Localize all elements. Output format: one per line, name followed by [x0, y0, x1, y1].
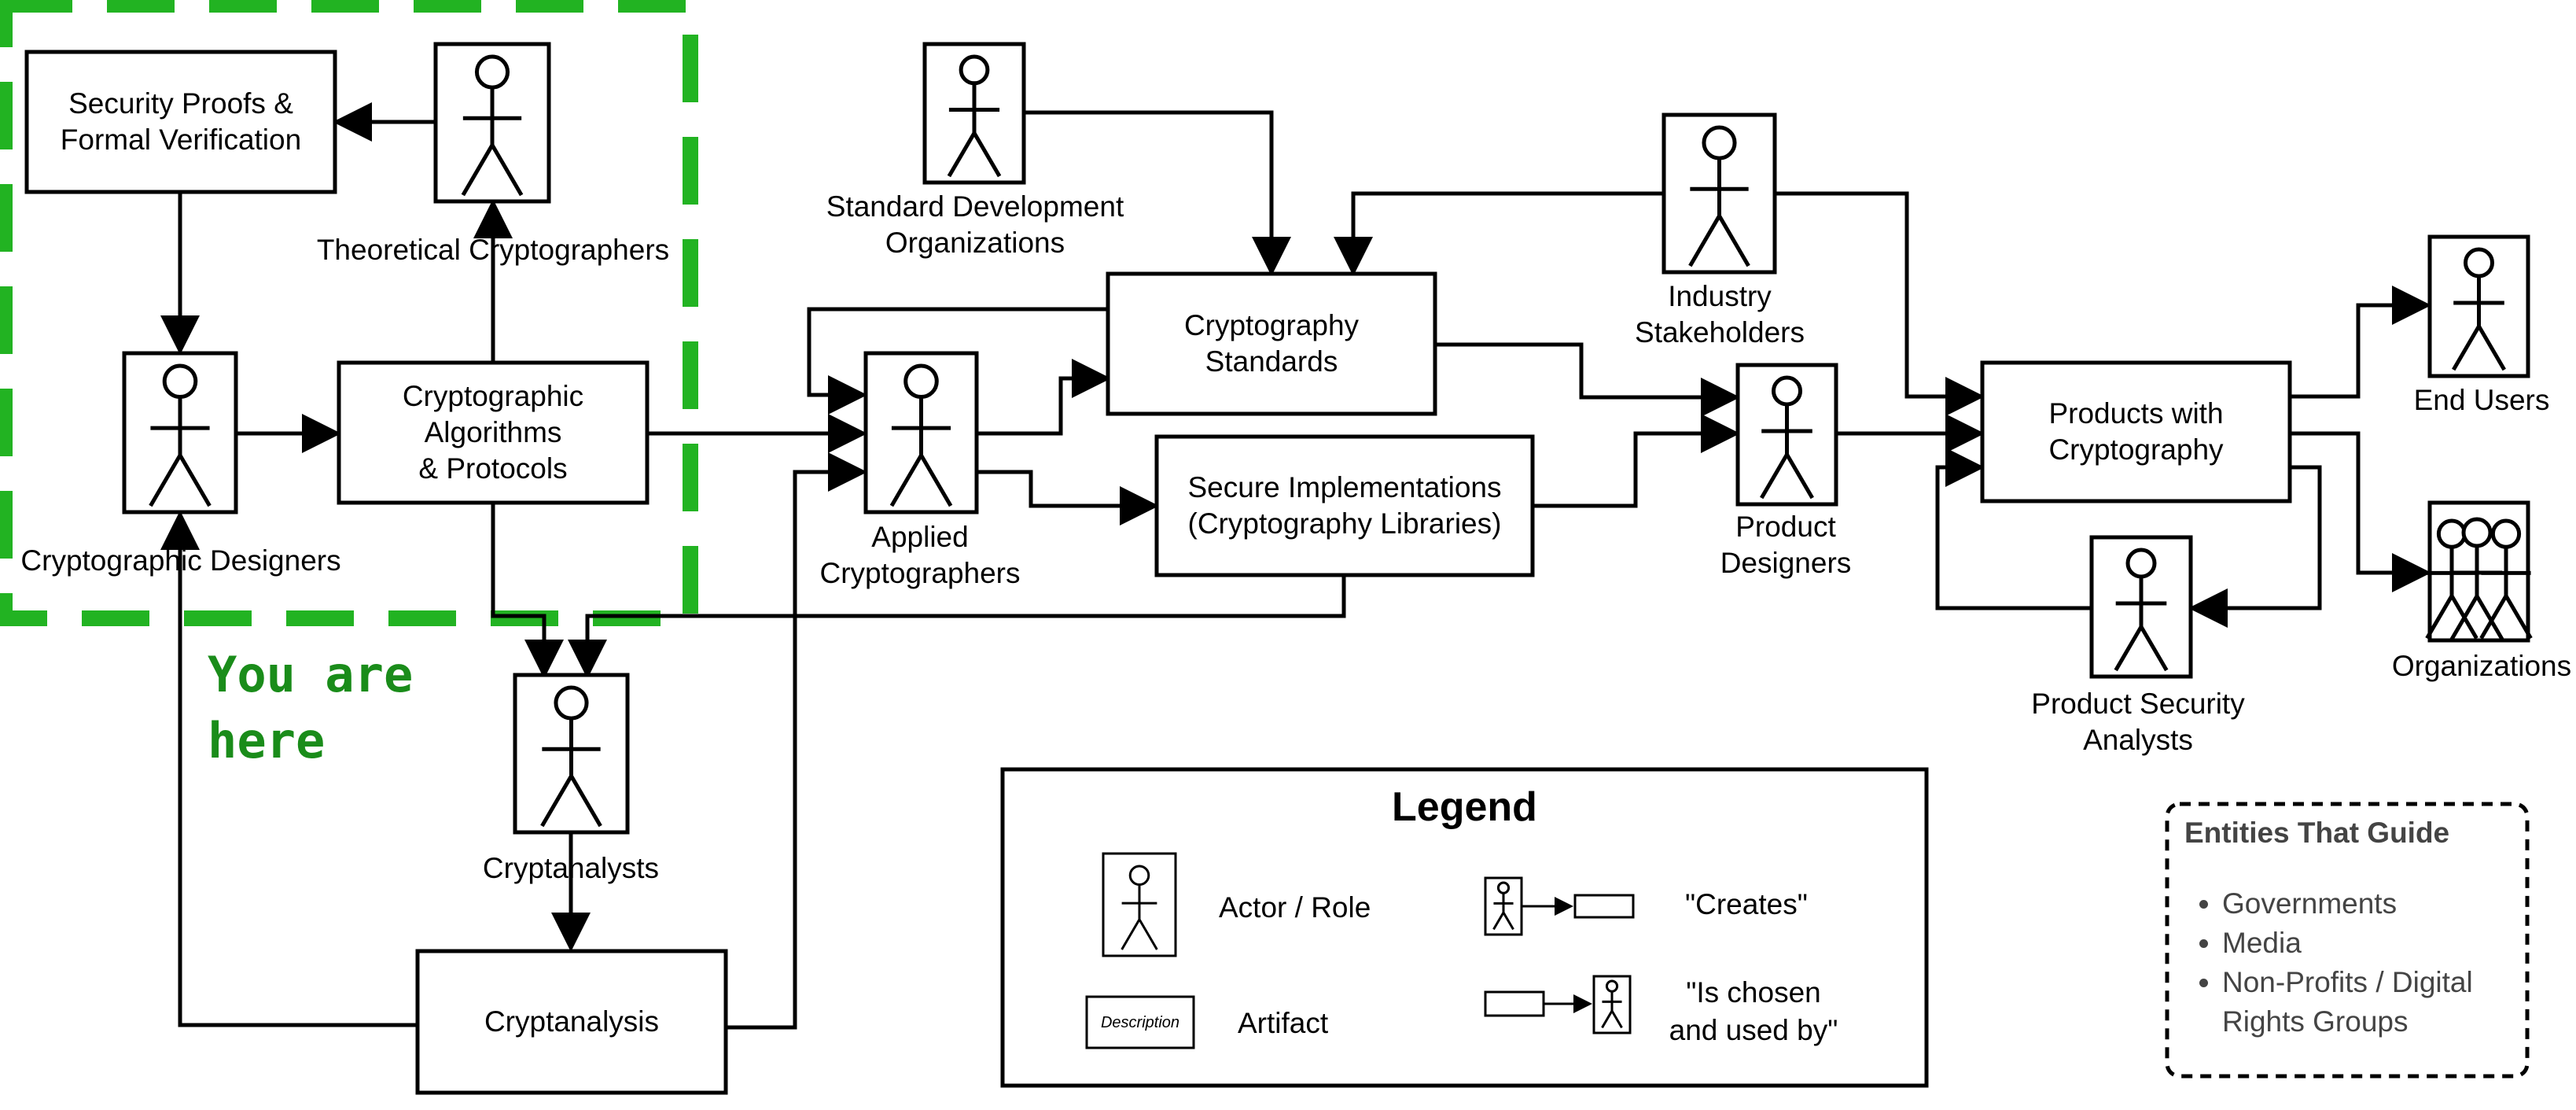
- actor-body: [1492, 893, 1514, 931]
- connector-products-to-organizations: [2290, 431, 2431, 592]
- connector-products-to-analysts: [2188, 465, 2322, 628]
- connector-cryptanalysis-to-designers: [160, 511, 418, 1027]
- legend-creates-icon: [1484, 876, 1635, 936]
- actor-body: [2452, 276, 2506, 371]
- product-designers-label: Product Designers: [1720, 511, 1852, 579]
- actor-head: [1605, 979, 1619, 993]
- legend-title: Legend: [1392, 784, 1537, 830]
- actor-body: [947, 83, 1002, 178]
- actor-icon-organizations: [2425, 500, 2533, 643]
- legend-artifact-small: [1484, 990, 1545, 1017]
- legend-artifact-small: [1573, 894, 1635, 919]
- actor-icon-industry-stakeholders: [1662, 112, 1777, 275]
- actor-icon-applied-cryptographers: [863, 351, 979, 514]
- actor-head: [554, 685, 589, 721]
- actor-body: [149, 396, 212, 507]
- cryptanalysis-label: Cryptanalysis: [484, 1005, 660, 1038]
- actor-icon-standard-development-organizations: [922, 42, 1026, 185]
- guide-list: Governments Media Non-Profits / Digital …: [2184, 884, 2568, 1042]
- artifact-box-implementations: [1154, 434, 1535, 577]
- end-users-label: End Users: [2413, 384, 2550, 416]
- actor-head: [1496, 881, 1511, 894]
- legend-actor-label: Actor / Role: [1219, 891, 1371, 924]
- standard-development-organizations-label: Standard Development Organizations: [826, 190, 1124, 259]
- legend-creates-label: "Creates": [1685, 888, 1808, 920]
- legend-chosen-label: "Is chosen and used by": [1669, 976, 1838, 1046]
- actor-body: [889, 396, 953, 507]
- actor-head: [2125, 548, 2157, 579]
- industry-stakeholders-label: Industry Stakeholders: [1635, 280, 1805, 348]
- actor-icon-product-security-analysts: [2089, 535, 2193, 679]
- connector-industry-to-standards: [1334, 191, 1664, 276]
- connector-algorithms-to-cryptanalysts: [491, 504, 564, 679]
- connector-analysts-to-products: [1935, 448, 2092, 610]
- products-label: Products with Cryptography: [2048, 397, 2224, 466]
- actor-icon-end-users: [2427, 234, 2530, 378]
- actor-body: [2449, 546, 2504, 641]
- actor-head: [1128, 865, 1150, 887]
- organizations-label: Organizations: [2391, 650, 2572, 682]
- implementations-label: Secure Implementations (Cryptography Lib…: [1187, 471, 1502, 540]
- actor-body: [2479, 547, 2533, 640]
- actor-body: [461, 87, 524, 197]
- connector-standards-to-product-designers: [1435, 342, 1740, 417]
- actor-head: [1702, 125, 1737, 160]
- connector-sdo-to-standards: [1025, 110, 1291, 276]
- artifact-box-products: [1980, 360, 2292, 503]
- actor-head: [959, 54, 990, 86]
- legend-actor-icon: [1102, 852, 1177, 957]
- artifact-box-cryptanalysis: [415, 949, 728, 1095]
- connector-implementations-to-product-designers: [1533, 414, 1740, 508]
- actor-head: [2490, 518, 2522, 549]
- legend-artifact-sample-text: Description: [1100, 1014, 1180, 1031]
- legend-artifact-sample: [1085, 995, 1195, 1049]
- actor-head: [2461, 517, 2493, 548]
- connector-products-to-end-users: [2290, 286, 2431, 399]
- applied-cryptographers-label: Applied Cryptographers: [819, 521, 1021, 589]
- connector-implementations-to-cryptanalysts: [568, 575, 1346, 679]
- algorithms-label: Cryptographic Algorithms & Protocols: [402, 380, 584, 485]
- actor-body: [1760, 404, 1814, 500]
- guide-item: Governments: [2222, 884, 2568, 924]
- you-are-here-region: [0, 0, 698, 626]
- connector-applied-to-standards: [977, 359, 1111, 436]
- actor-body: [1601, 991, 1623, 1029]
- actor-icon-theoretical-cryptographers: [433, 42, 551, 204]
- actor-head: [2464, 247, 2494, 278]
- cryptanalysts-label: Cryptanalysts: [482, 852, 660, 884]
- actor-head: [474, 54, 510, 90]
- legend-chosen-icon: [1484, 975, 1632, 1034]
- actor-body: [1121, 884, 1158, 950]
- connector-cryptanalysis-to-applied: [726, 452, 867, 1030]
- product-security-analysts-label: Product Security Analysts: [2031, 688, 2245, 756]
- actor-icon-product-designers: [1735, 363, 1838, 507]
- actor-body: [2114, 577, 2169, 672]
- connector-standards-to-applied: [807, 307, 1108, 415]
- security-proofs-label: Security Proofs & Formal Verification: [60, 87, 302, 156]
- standards-label: Cryptography Standards: [1183, 309, 1360, 378]
- actor-head: [162, 363, 198, 400]
- you-are-here-label: You are here: [208, 646, 414, 769]
- actor-head: [1772, 375, 1802, 407]
- artifact-box-algorithms: [337, 360, 650, 505]
- actor-icon-cryptanalysts: [513, 673, 630, 835]
- actor-head: [903, 363, 939, 400]
- theoretical-cryptographers-label: Theoretical Cryptographers: [316, 234, 670, 266]
- connector-industry-to-products: [1776, 191, 1985, 416]
- guide-box: [2165, 802, 2530, 1079]
- guide-item: Media: [2222, 924, 2568, 963]
- actor-head: [2436, 518, 2467, 549]
- guide-item: Non-Profits / Digital Rights Groups: [2222, 963, 2568, 1042]
- artifact-box-standards: [1106, 271, 1437, 416]
- artifact-box-security-proofs: [24, 50, 337, 194]
- guide-title: Entities That Guide: [2184, 817, 2450, 849]
- cryptographic-designers-label: Cryptographic Designers: [20, 544, 341, 577]
- actor-body: [1688, 158, 1750, 267]
- actor-body: [540, 718, 602, 828]
- connector-applied-to-implementations: [977, 470, 1159, 525]
- actor-icon-cryptographic-designers: [122, 351, 238, 514]
- legend-artifact-label: Artifact: [1238, 1007, 1329, 1039]
